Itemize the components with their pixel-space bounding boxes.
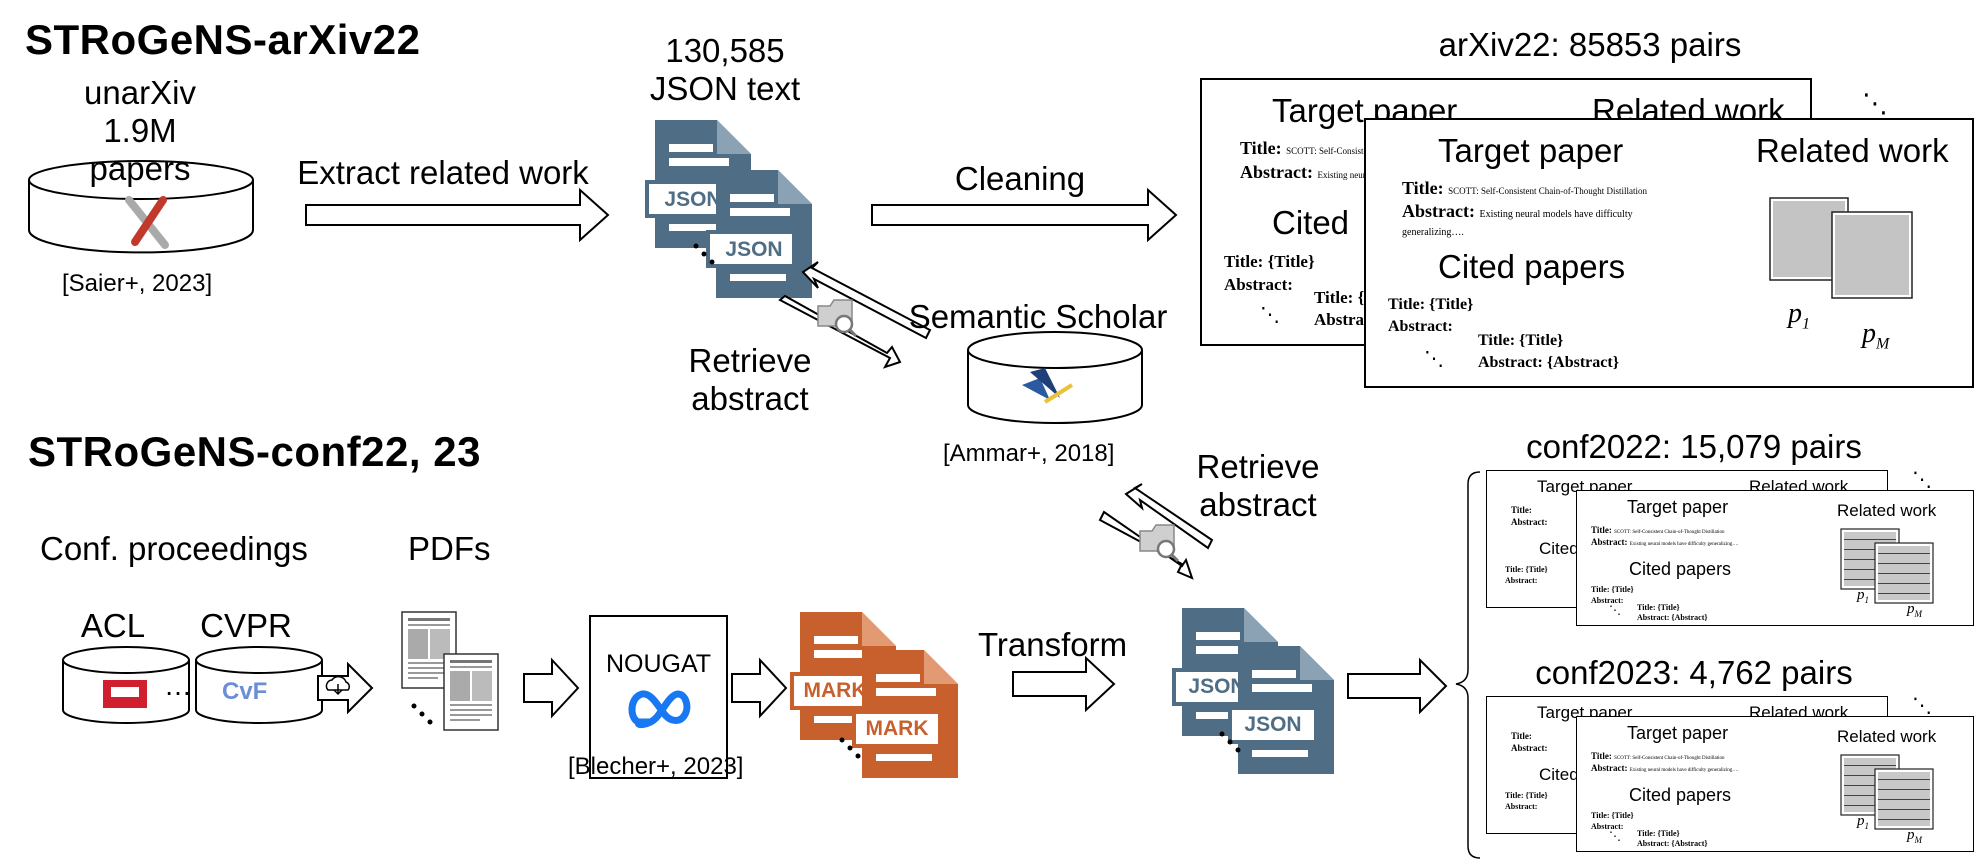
extract-arrow-icon xyxy=(305,187,610,243)
meta-logo-icon xyxy=(628,690,691,729)
transform-arrow-icon xyxy=(1012,655,1116,713)
mark-badge: MARK xyxy=(803,679,867,702)
cited-abstract-partial: Abstra xyxy=(1314,310,1365,329)
semantic-scholar-citation: [Ammar+, 2018] xyxy=(943,440,1115,467)
stack-ellipsis-icon: ⋱ xyxy=(1862,89,1888,119)
acl-database-icon xyxy=(62,646,190,724)
cloud-download-icon xyxy=(325,676,350,696)
cited-title: Title: {Title} xyxy=(1388,296,1474,313)
ellipsis-icon xyxy=(1219,731,1241,753)
abstract-value: Existing neural models have difficulty g… xyxy=(1402,209,1633,238)
conf2022-result-label: conf2022: 15,079 pairs xyxy=(1526,428,1862,465)
json-badge: JSON xyxy=(664,188,722,211)
abstract-key: Abstract: xyxy=(1240,162,1313,182)
cited-abstract-key: Abstract: xyxy=(1224,275,1293,294)
semantic-scholar-label: Semantic Scholar xyxy=(908,298,1168,335)
extract-label: Extract related work xyxy=(297,154,589,191)
title-key: Title: xyxy=(1402,178,1444,198)
abstract-value: Existing neural xyxy=(1317,170,1373,180)
json-text-label: JSON text xyxy=(649,69,801,107)
cvpr-database-icon xyxy=(195,646,323,724)
conf2022-card-front: Target paper Related work Title: SCOTT: … xyxy=(1576,490,1974,626)
unarxiv-citation: [Saier+, 2023] xyxy=(62,270,213,297)
nougat-arrow-icon xyxy=(523,657,580,719)
conf2023-result-label: conf2023: 4,762 pairs xyxy=(1535,654,1853,691)
svg-text:⋱: ⋱ xyxy=(1912,467,1932,491)
search-folder-icon xyxy=(1139,524,1180,563)
results-arrow-icon xyxy=(1347,657,1448,715)
related-heading: Related work xyxy=(1756,132,1949,169)
pdfs-label: PDFs xyxy=(408,530,491,567)
cited-title-partial: Title: { xyxy=(1314,288,1365,307)
retrieve-abstract-label: Retrieve abstract xyxy=(1196,448,1320,523)
title-value: SCOTT: Self-Consistent Chain-of-Thought … xyxy=(1448,186,1647,196)
cvf-logo-icon: CvF xyxy=(222,678,268,705)
proceedings-label: Conf. proceedings xyxy=(40,530,308,567)
p1-label: p1 xyxy=(1788,298,1810,333)
ellipsis-icon xyxy=(839,737,861,759)
json-badge: JSON xyxy=(1244,713,1302,736)
arxiv-result-label: arXiv22: 85853 pairs xyxy=(1438,26,1742,63)
cited-abstract-key: Abstract: xyxy=(1388,318,1453,335)
ellipsis-icon: ⋱ xyxy=(1424,348,1444,370)
cleaning-label: Cleaning xyxy=(954,160,1086,197)
target-heading: Target paper xyxy=(1438,132,1624,169)
abstract-key: Abstract: xyxy=(1402,201,1475,221)
nougat-label: NOUGAT xyxy=(605,650,712,678)
retrieve-abstract-label: Retrieve abstract xyxy=(688,342,812,417)
nougat-citation: [Blecher+, 2023] xyxy=(568,753,744,780)
pdf-page-icon xyxy=(401,611,499,731)
cited-heading: Cited papers xyxy=(1438,248,1626,285)
cited-title: Title: {Title} xyxy=(1224,252,1315,271)
cited-title: Title: {Title} xyxy=(1478,332,1564,349)
acl-label: ACL xyxy=(80,607,146,644)
sample-card-front: Target paper Related work Title: SCOTT: … xyxy=(1364,118,1974,388)
conf-section-title: STRoGeNS-conf22, 23 xyxy=(28,428,481,475)
json-count-label: 130,585 JSON text xyxy=(640,32,810,108)
search-folder-icon xyxy=(817,299,858,338)
cited-heading-partial: Cited xyxy=(1272,204,1350,241)
json-badge: JSON xyxy=(1188,675,1246,698)
ellipsis-icon: … xyxy=(164,670,192,701)
ellipsis-icon xyxy=(411,703,433,725)
related-work-pages-icon xyxy=(1769,197,1913,299)
pm-label: pM xyxy=(1862,318,1890,353)
arxiv-section-title: STRoGeNS-arXiv22 xyxy=(25,16,421,63)
mark-arrow-icon xyxy=(731,657,788,719)
unarxiv-database-icon xyxy=(28,160,254,254)
brace-icon xyxy=(1455,471,1481,859)
transform-label: Transform xyxy=(978,626,1128,663)
cleaning-arrow-icon xyxy=(871,187,1178,243)
mark-badge: MARK xyxy=(865,717,929,740)
ellipsis-icon xyxy=(693,243,715,265)
nougat-box xyxy=(589,615,728,779)
unarxiv-label: unarXiv 1.9M papers xyxy=(60,74,220,188)
semantic-scholar-database-icon xyxy=(967,331,1143,424)
json-badge: JSON xyxy=(725,238,783,261)
retrieve-arrows-icon xyxy=(1098,483,1214,580)
ellipsis-icon: ⋱ xyxy=(1260,304,1280,326)
cited-abstract: Abstract: {Abstract} xyxy=(1478,354,1620,371)
json-count: 130,585 xyxy=(665,32,785,69)
unarxiv-count: 1.9M papers xyxy=(89,111,191,187)
svg-text:⋱: ⋱ xyxy=(1912,693,1932,717)
conf2023-card-front: Target paper Related work Title: SCOTT: … xyxy=(1576,716,1974,852)
cvpr-label: CVPR xyxy=(200,607,292,644)
title-key: Title: xyxy=(1240,138,1282,158)
unarxiv-name: unarXiv xyxy=(84,74,196,111)
